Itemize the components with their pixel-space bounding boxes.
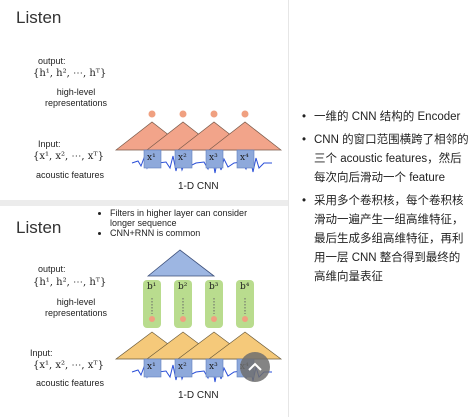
frame-box	[143, 149, 162, 169]
input-set: {x¹, x², ⋯, xᵀ}	[33, 360, 104, 371]
scroll-to-top-button[interactable]	[240, 352, 270, 382]
bullet-item: CNN+RNN is common	[110, 228, 247, 238]
note-item: 一维的 CNN 结构的 Encoder	[300, 108, 470, 127]
notes-list: 一维的 CNN 结构的 Encoder CNN 的窗口范围横跨了相邻的三个 ac…	[300, 108, 470, 291]
frame-box	[205, 149, 224, 169]
frame-label: x²	[178, 153, 187, 163]
frame-box	[174, 358, 193, 378]
feature-dot	[242, 316, 248, 322]
slide-divider	[0, 200, 288, 206]
bullet-list: Filters in higher layer can considerlong…	[96, 208, 247, 238]
output-label: output:	[38, 56, 66, 66]
output-desc-2: representations	[44, 308, 108, 318]
output-dot	[148, 110, 156, 118]
frame-box	[174, 149, 193, 169]
frame-label: x¹	[147, 362, 156, 372]
input-desc: acoustic features	[36, 378, 105, 388]
frame-box	[143, 358, 162, 378]
bullet-item: Filters in higher layer can considerlong…	[110, 208, 247, 228]
frame-label: x²	[178, 362, 187, 372]
cnn-label: 1-D CNN	[178, 390, 219, 401]
feature-dot	[180, 316, 186, 322]
output-desc-1: high-level	[56, 297, 96, 307]
cnn-label: 1-D CNN	[178, 181, 219, 192]
output-desc-2: representations	[44, 98, 108, 108]
slide-listen-2: Listen Filters in higher layer can consi…	[0, 206, 288, 417]
output-desc-1: high-level	[56, 87, 96, 97]
note-item: CNN 的窗口范围横跨了相邻的三个 acoustic features，然后每次…	[300, 131, 470, 188]
cnn-diagram-2	[114, 249, 283, 383]
frame-box	[205, 358, 224, 378]
output-dot	[179, 110, 187, 118]
frame-label: x⁴	[240, 153, 249, 163]
b-label: b¹	[147, 282, 157, 292]
output-set: {h¹, h², ⋯, hᵀ}	[33, 68, 107, 79]
b-label: b³	[209, 282, 219, 292]
output-dot	[241, 110, 249, 118]
top-filter-triangle	[146, 249, 216, 277]
input-set: {x¹, x², ⋯, xᵀ}	[33, 151, 104, 162]
b-label: b⁴	[240, 282, 250, 292]
panel-separator	[288, 0, 289, 417]
feature-dot	[211, 316, 217, 322]
frame-box	[236, 149, 255, 169]
frame-label: x³	[209, 362, 218, 372]
note-item: 采用多个卷积核，每个卷积核滑动一遍产生一组高维特征，最后生成多组高维特征，再利用…	[300, 192, 470, 287]
output-label: output:	[38, 264, 66, 274]
frame-label: x¹	[147, 153, 156, 163]
output-dot	[210, 110, 218, 118]
feature-dot	[149, 316, 155, 322]
feature-columns	[143, 280, 254, 328]
b-label: b²	[178, 282, 188, 292]
chevron-up-icon	[248, 362, 262, 371]
slide-title: Listen	[16, 218, 62, 237]
input-label: Input:	[38, 139, 61, 149]
frame-label: x³	[209, 153, 218, 163]
cnn-diagram-1	[114, 110, 283, 174]
slide-listen-1: Listen output: {h¹, h², ⋯, hᵀ} high-leve…	[0, 0, 288, 200]
slide-title: Listen	[16, 8, 62, 27]
output-set: {h¹, h², ⋯, hᵀ}	[33, 277, 107, 288]
input-desc: acoustic features	[36, 170, 105, 180]
input-label: Input:	[30, 348, 53, 358]
